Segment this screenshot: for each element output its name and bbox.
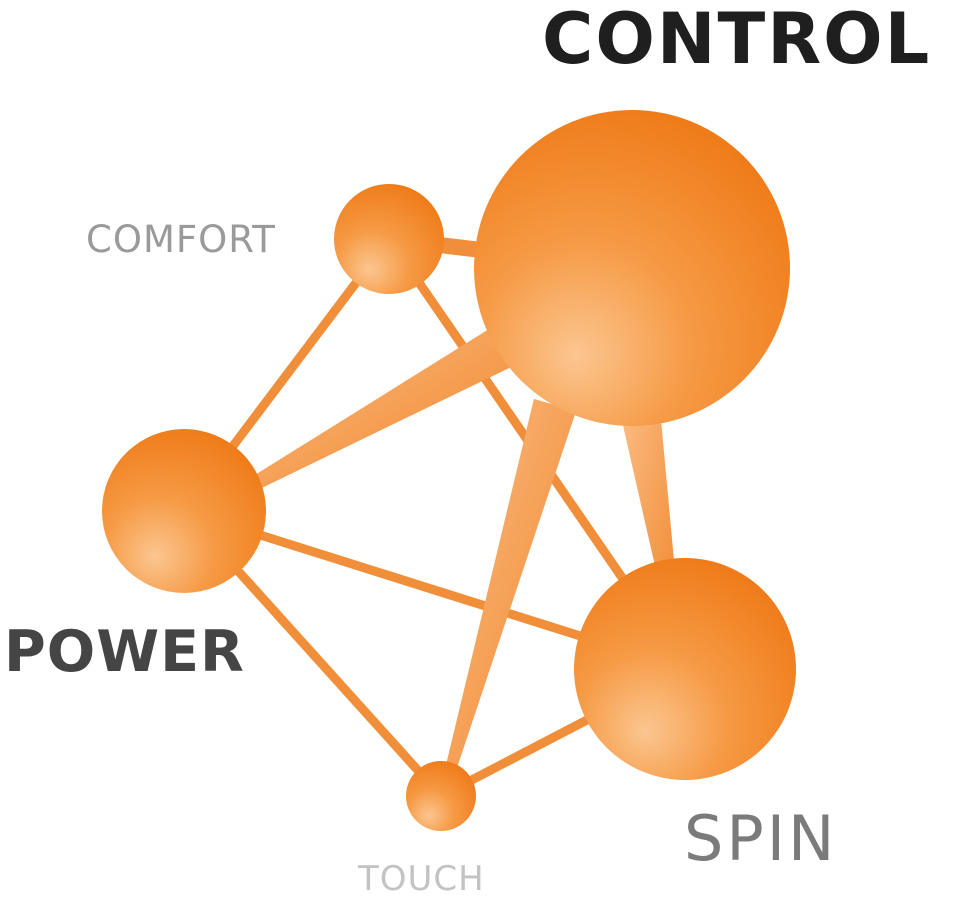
edge-control-touch xyxy=(442,398,577,784)
node-control xyxy=(474,110,790,426)
node-layer xyxy=(102,110,796,831)
spin-label: SPIN xyxy=(684,802,838,875)
node-touch xyxy=(406,761,476,831)
power-label: POWER xyxy=(4,619,245,685)
node-comfort xyxy=(334,184,444,294)
node-spin xyxy=(574,558,796,780)
node-power xyxy=(102,429,266,593)
edge-power-control xyxy=(248,328,511,492)
control-label: CONTROL xyxy=(542,0,932,80)
comfort-label: COMFORT xyxy=(86,218,276,261)
touch-label: TOUCH xyxy=(358,859,485,899)
